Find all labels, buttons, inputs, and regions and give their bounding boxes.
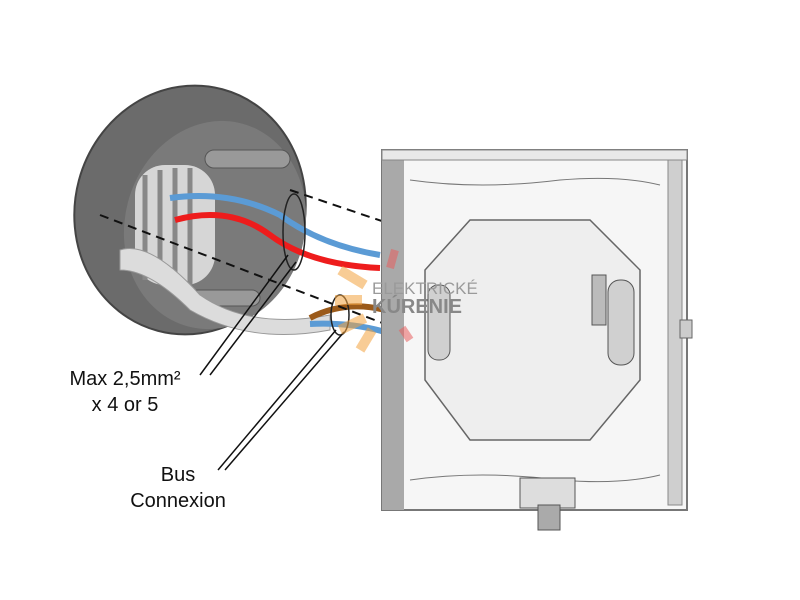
- bus-label-line1: Bus: [160, 464, 196, 486]
- wall-box: [73, 84, 331, 336]
- watermark: [335, 248, 414, 353]
- cable-label-line2: x 4 or 5: [91, 394, 159, 416]
- watermark-line2: KÚRENIE: [372, 296, 463, 318]
- blue-wire-power: [169, 193, 381, 258]
- red-wire-power: [174, 212, 381, 271]
- bus-label-line2: Connexion: [130, 490, 226, 512]
- watermark-text: ELEKTRICKÉ KÚRENIE: [372, 279, 478, 318]
- watermark-line1: ELEKTRICKÉ: [372, 279, 478, 298]
- cable-callout-ellipse: [282, 193, 306, 271]
- brown-wire-bus: [308, 303, 386, 321]
- callout-lines: [199, 254, 345, 471]
- bus-label: Bus Connexion: [108, 462, 248, 514]
- cable-label-line1: Max 2,5mm²: [69, 368, 181, 390]
- cable-label: Max 2,5mm² x 4 or 5: [40, 366, 210, 418]
- mounting-plate: [381, 149, 693, 531]
